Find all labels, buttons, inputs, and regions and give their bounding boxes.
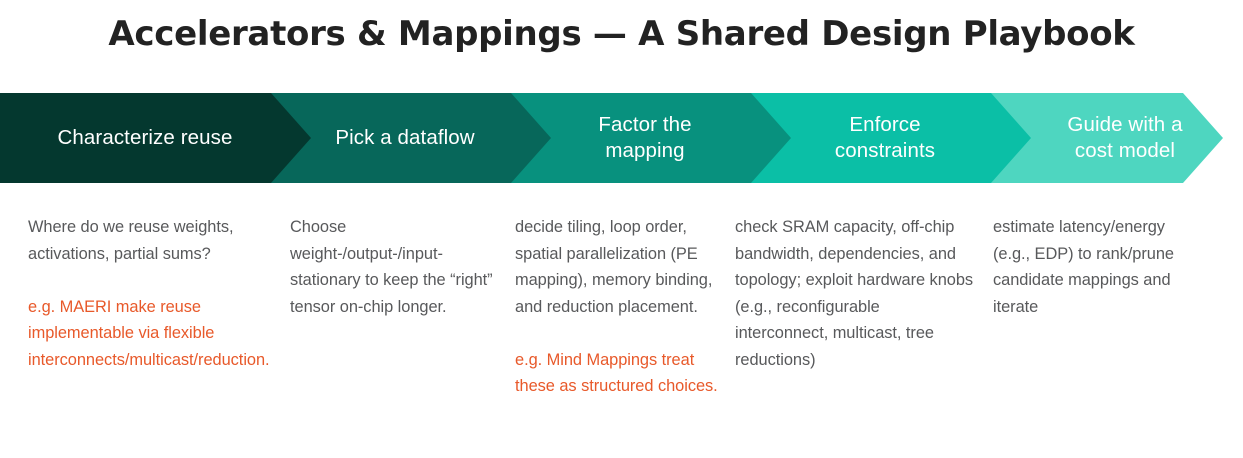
chevron-shape-4[interactable] [711, 93, 1031, 183]
chevron-shape-5[interactable] [951, 93, 1223, 183]
content-column-5: estimate latency/energy (e.g., EDP) to r… [993, 214, 1205, 320]
column-1-body: Where do we reuse weights, activations, … [28, 218, 234, 263]
column-5-body: estimate latency/energy (e.g., EDP) to r… [993, 218, 1174, 316]
page-title: Accelerators & Mappings — A Shared Desig… [108, 14, 1135, 54]
column-3-accent-note: e.g. Mind Mappings treat these as struct… [515, 350, 718, 396]
column-3-body: decide tiling, loop order, spatial paral… [515, 218, 713, 316]
content-column-4: check SRAM capacity, off-chip bandwidth,… [735, 214, 975, 373]
chevron-process-banner: Characterize reuse Pick a dataflow Facto… [0, 93, 1243, 183]
chevron-shape-1[interactable] [0, 93, 311, 183]
content-columns: Where do we reuse weights, activations, … [0, 214, 1243, 458]
content-column-3: decide tiling, loop order, spatial paral… [515, 214, 718, 400]
content-column-1: Where do we reuse weights, activations, … [28, 214, 270, 373]
column-4-body: check SRAM capacity, off-chip bandwidth,… [735, 218, 974, 369]
chevron-shapes [0, 93, 1223, 183]
content-column-2: Choose weight-/output-/input-stationary … [290, 214, 494, 320]
chevron-shape-2[interactable] [231, 93, 551, 183]
chevron-shape-3[interactable] [471, 93, 791, 183]
column-2-body: Choose weight-/output-/input-stationary … [290, 218, 493, 316]
column-1-accent-note: e.g. MAERI make reuse implementable via … [28, 297, 270, 369]
